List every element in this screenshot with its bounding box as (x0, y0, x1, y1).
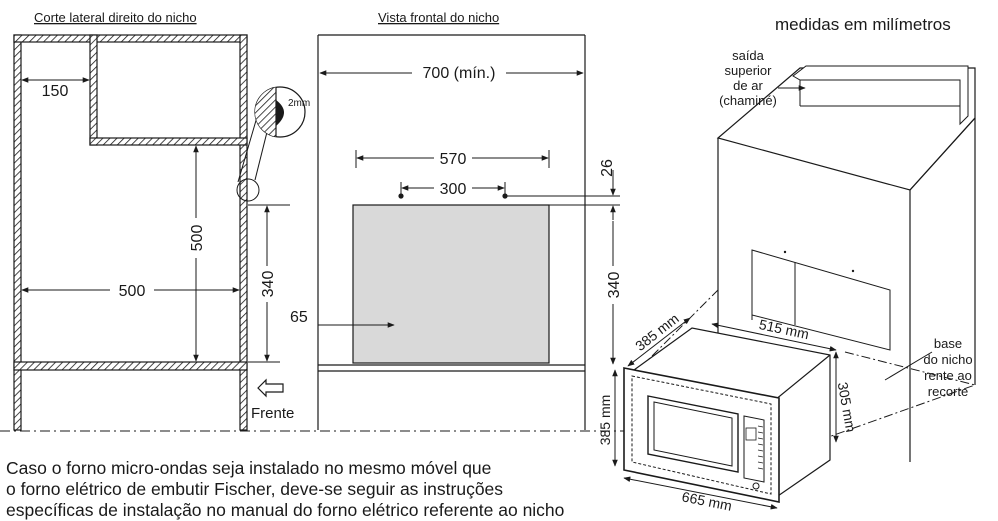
installation-note-line-2: o forno elétrico de embutir Fischer, dev… (6, 479, 504, 499)
detail-gap-label: 2mm (288, 98, 310, 109)
dim-665-label: 665 mm (681, 488, 734, 513)
cutout-hole-2 (851, 269, 855, 273)
niche-base-shelf (13, 361, 248, 371)
side-section-view: Corte lateral direito do nicho 150 500 5… (13, 10, 310, 431)
vent-label-2: superior (725, 63, 773, 78)
dim-300-gap (434, 178, 472, 198)
left-wall (13, 34, 22, 431)
base-label-4: recorte (928, 384, 968, 399)
base-leader (884, 351, 933, 381)
dim-500-horizontal-gap (110, 280, 154, 300)
front-label: Frente (251, 405, 294, 422)
dim-340-side-label: 340 (260, 271, 277, 298)
mount-hole-right (502, 193, 508, 199)
dim-385-height-label: 385 mm (597, 395, 613, 446)
cutout-opening (751, 249, 891, 351)
microwave-control-panel (743, 415, 765, 483)
dim-515-line (711, 322, 837, 352)
dim-570-label: 570 (440, 151, 467, 168)
vent-label-3: de ar (733, 78, 763, 93)
dim-700-label: 700 (mín.) (423, 65, 496, 82)
installation-note-line-1: Caso o forno micro-ondas seja instalado … (6, 458, 492, 478)
dim-570-gap (434, 148, 472, 168)
dim-340-front-label: 340 (606, 272, 623, 299)
dim-700-gap (412, 62, 506, 82)
dim-65-label: 65 (290, 309, 308, 326)
dim-500-horizontal-label: 500 (119, 283, 146, 300)
front-view-title: Vista frontal do nicho (378, 10, 499, 25)
vent-label-1: saída (732, 48, 765, 63)
projection-right (844, 351, 976, 386)
cutout-panel (352, 204, 550, 364)
installation-note-line-3: específicas de instalação no manual do f… (6, 500, 565, 520)
detail-leader-1 (254, 127, 269, 181)
dim-500-vertical-gap (186, 218, 206, 258)
dim-340-side-gap (257, 266, 277, 302)
upper-box-left (89, 34, 98, 146)
cabinet-top-right (909, 117, 976, 191)
vent-label-4: (chaminé) (719, 93, 777, 108)
mount-hole-left (398, 193, 404, 199)
isometric-view: medidas em milímetros saída superior de … (597, 15, 976, 514)
dim-26-label: 26 (599, 159, 616, 177)
dim-385-depth-line (627, 317, 691, 367)
dim-305-label: 305 mm (835, 381, 860, 434)
base-label-2: do nicho (923, 352, 972, 367)
projection-bottom (819, 384, 976, 441)
front-arrow-icon (257, 378, 284, 398)
base-label-1: base (934, 336, 962, 351)
cutout-hole-1 (783, 250, 787, 254)
dim-150-label: 150 (42, 83, 69, 100)
dim-300-label: 300 (440, 181, 467, 198)
front-wall (239, 34, 248, 431)
dim-340-front-gap (603, 266, 623, 304)
top-panel (13, 34, 248, 43)
chimney-vent-opening (792, 65, 969, 126)
dim-665-line (623, 476, 778, 510)
dim-500-vertical-label: 500 (189, 225, 206, 252)
microwave-display (745, 427, 757, 441)
microwave-window-inner (653, 401, 733, 467)
units-note: medidas em milímetros (775, 15, 951, 34)
front-view: Vista frontal do nicho 700 (mín.) 570 30… (290, 10, 623, 430)
cabinet-top (716, 67, 976, 191)
base-label-3: rente ao (924, 368, 972, 383)
detail-enlarged: 2mm (254, 86, 310, 138)
detail-callout-small (236, 178, 260, 202)
upper-box-bottom (89, 137, 248, 146)
installation-note: Caso o forno micro-ondas seja instalado … (6, 458, 606, 521)
side-view-title: Corte lateral direito do nicho (34, 10, 197, 25)
